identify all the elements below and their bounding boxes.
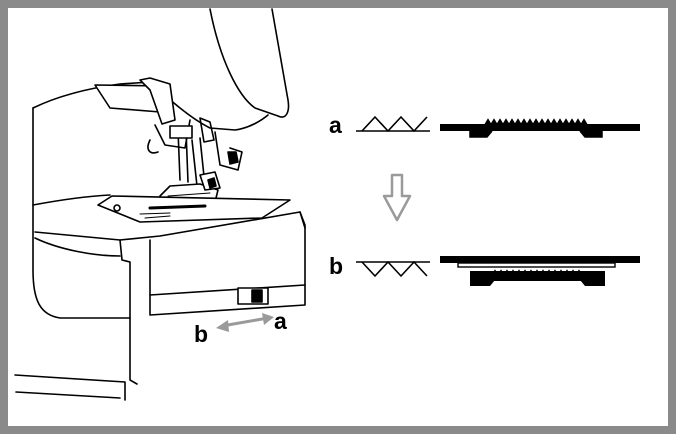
zigzag-down-icon [356, 260, 430, 278]
double-arrow-icon [216, 313, 274, 332]
state-label-a: a [329, 112, 342, 138]
zigzag-up-icon [356, 115, 430, 133]
raised-feed-dog-diagram [440, 118, 640, 138]
down-arrow-icon [382, 173, 412, 222]
switch-label-b: b [194, 321, 208, 347]
sewing-machine [14, 8, 306, 401]
lowered-feed-dog-diagram [440, 256, 640, 286]
feed-dog-switch[interactable] [251, 289, 263, 303]
switch-label-a: a [274, 308, 287, 334]
state-label-b: b [329, 253, 343, 279]
machine-head [209, 8, 290, 118]
needle-plate [97, 195, 291, 223]
